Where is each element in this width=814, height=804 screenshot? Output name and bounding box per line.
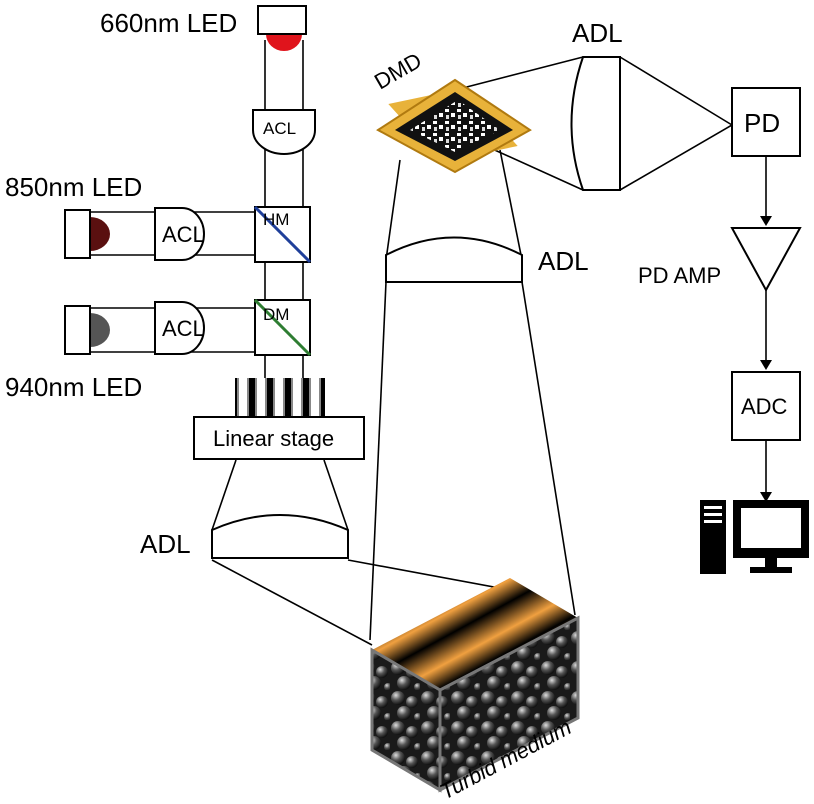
adl-center — [385, 236, 523, 283]
dmd-mirror-array — [410, 100, 500, 152]
led-940 — [64, 305, 110, 355]
led-940-label: 940nm LED — [5, 372, 142, 402]
acl-mid — [154, 207, 205, 261]
acl-low — [154, 301, 205, 355]
computer-icon — [700, 500, 809, 574]
sinusoidal-grating — [235, 378, 325, 418]
hm-cube — [253, 205, 312, 264]
dmd-label: DMD — [370, 48, 426, 95]
pd-label: PD — [744, 108, 780, 138]
linear-stage-label: Linear stage — [213, 426, 334, 451]
turbid-medium — [370, 578, 580, 793]
adl-center-label: ADL — [538, 246, 589, 276]
dm-label: DM — [263, 305, 289, 324]
adl-top-label: ADL — [572, 18, 623, 48]
adl-left-label: ADL — [140, 529, 191, 559]
led-660 — [257, 5, 307, 51]
arrow-head-1 — [760, 216, 772, 226]
amplifier-icon — [730, 227, 802, 293]
acl-low-label: ACL — [162, 316, 205, 341]
acl-mid-label: ACL — [162, 222, 205, 247]
acl-top-label: ACL — [263, 119, 296, 138]
adc-label: ADC — [741, 394, 788, 419]
dm-cube — [253, 298, 312, 357]
linear-stage — [193, 416, 365, 460]
arrow-head-2 — [760, 360, 772, 370]
adl-top — [570, 56, 621, 191]
acl-top — [252, 109, 316, 155]
led-850 — [64, 209, 110, 259]
led-660-label: 660nm LED — [100, 8, 237, 38]
arrow-head-3 — [760, 492, 772, 502]
led-660-emitter — [266, 34, 302, 51]
hm-label: HM — [263, 210, 289, 229]
led-850-label: 850nm LED — [5, 172, 142, 202]
beam-lines — [85, 40, 733, 646]
pd-amp-label: PD AMP — [638, 263, 721, 288]
adl-left — [211, 514, 349, 559]
adc-box — [731, 371, 801, 441]
